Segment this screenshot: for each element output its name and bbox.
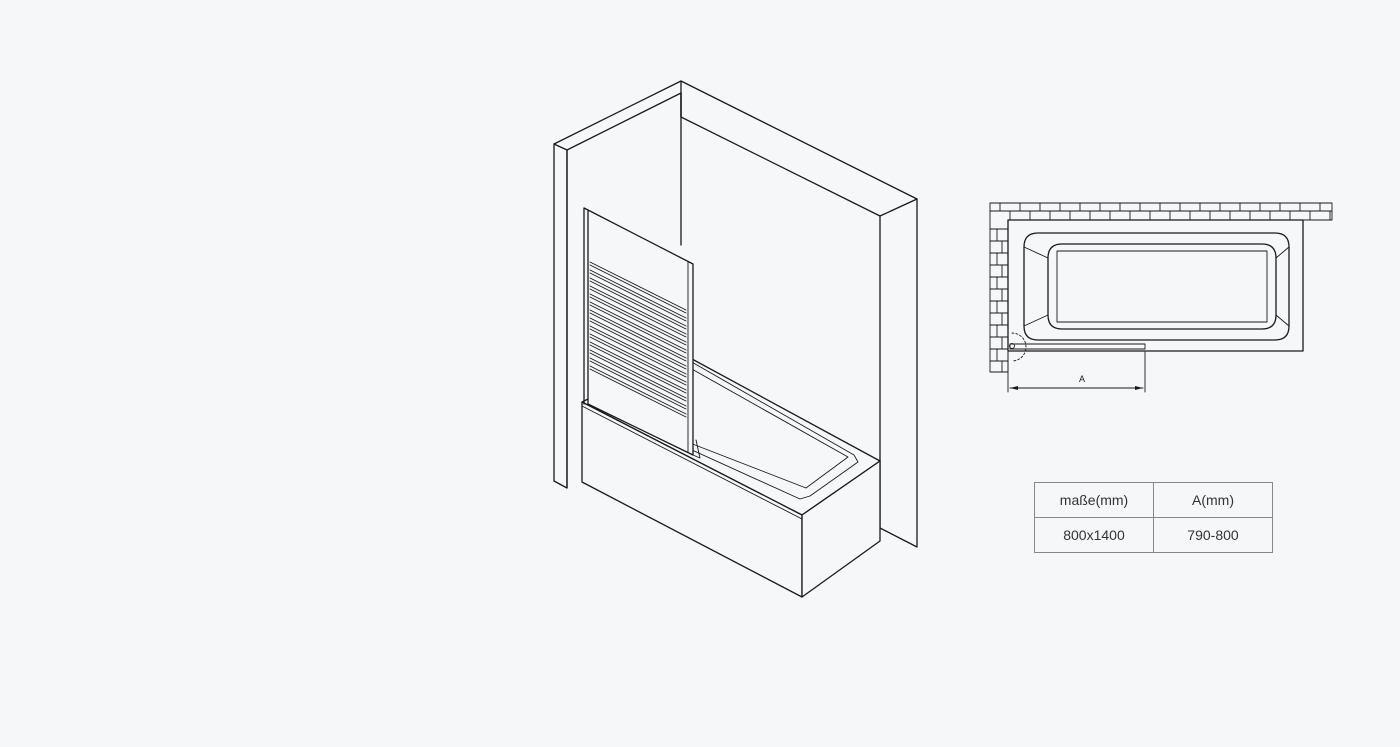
tub-outline	[1007, 219, 1304, 352]
cell-a: 790-800	[1153, 517, 1273, 553]
screen-stripes	[589, 261, 687, 418]
header-a: A(mm)	[1153, 482, 1273, 518]
isometric-view	[553, 80, 918, 598]
tub-rim	[1023, 232, 1290, 341]
dimensions-table: maße(mm) A(mm) 800x1400 790-800	[1034, 482, 1273, 553]
plan-view: A	[989, 202, 1333, 393]
screen-plan	[1009, 332, 1146, 362]
shower-screen	[583, 207, 701, 459]
table-row: 800x1400 790-800	[1034, 517, 1273, 553]
wall	[553, 80, 918, 548]
brick-wall	[989, 202, 1333, 373]
tub-basin	[1047, 243, 1277, 330]
dimension-label: A	[1079, 374, 1085, 384]
header-size: maße(mm)	[1034, 482, 1154, 518]
dimension-a: A	[1007, 351, 1146, 393]
cell-size: 800x1400	[1034, 517, 1154, 553]
table-header-row: maße(mm) A(mm)	[1034, 482, 1273, 518]
